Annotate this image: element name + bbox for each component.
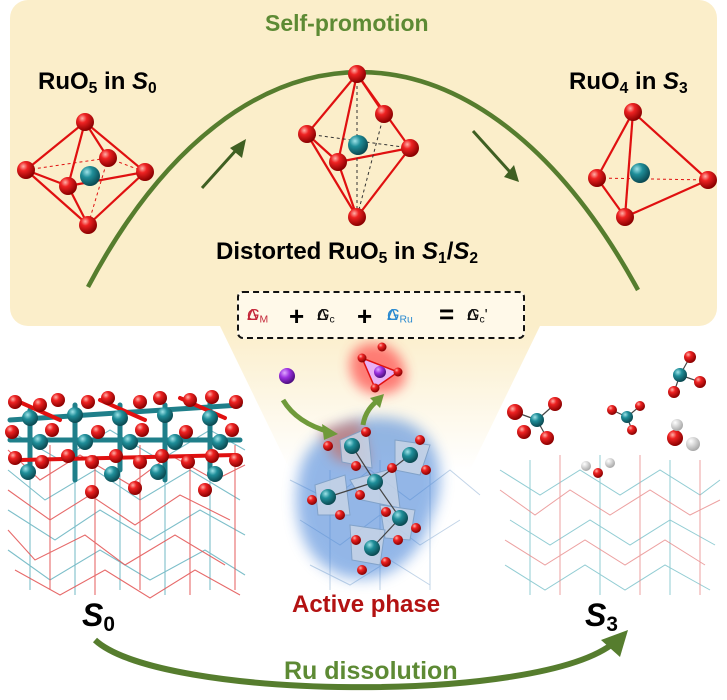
polyhedron-ruo5-s0 [17,113,154,234]
exchange-arrows [280,394,384,440]
s3-bottom-label: S3 [585,597,618,637]
plus-sign-1: + [289,301,305,331]
distorted-ruo5-label: Distorted RuO5 in S1/S2 [216,238,479,267]
ru-dissolution-label: Ru dissolution [284,657,458,685]
equals-sign: = [439,299,455,329]
self-promotion-label: Self-promotion [265,10,429,36]
ru-dissolution-arrow [92,637,617,691]
ruo4-s3-label: RuO4 in S3 [569,68,688,97]
top-panel [10,0,717,326]
s3-dissolved-slab [499,351,721,595]
plus-sign-2: + [357,301,373,331]
active-phase-label: Active phase [292,591,441,618]
ruo5-s0-label: RuO5 in S0 [38,68,157,97]
purple-ion [279,368,295,384]
polyhedron-ruo4-s3 [588,103,717,226]
s0-crystal-slab [5,390,246,599]
polyhedron-distorted-ruo5 [298,65,419,226]
arrow-down-right [471,129,519,182]
exiting-complex [349,342,406,394]
arrow-up-left [200,139,246,190]
s0-bottom-label: S0 [82,597,115,637]
active-phase-cluster [289,417,481,590]
